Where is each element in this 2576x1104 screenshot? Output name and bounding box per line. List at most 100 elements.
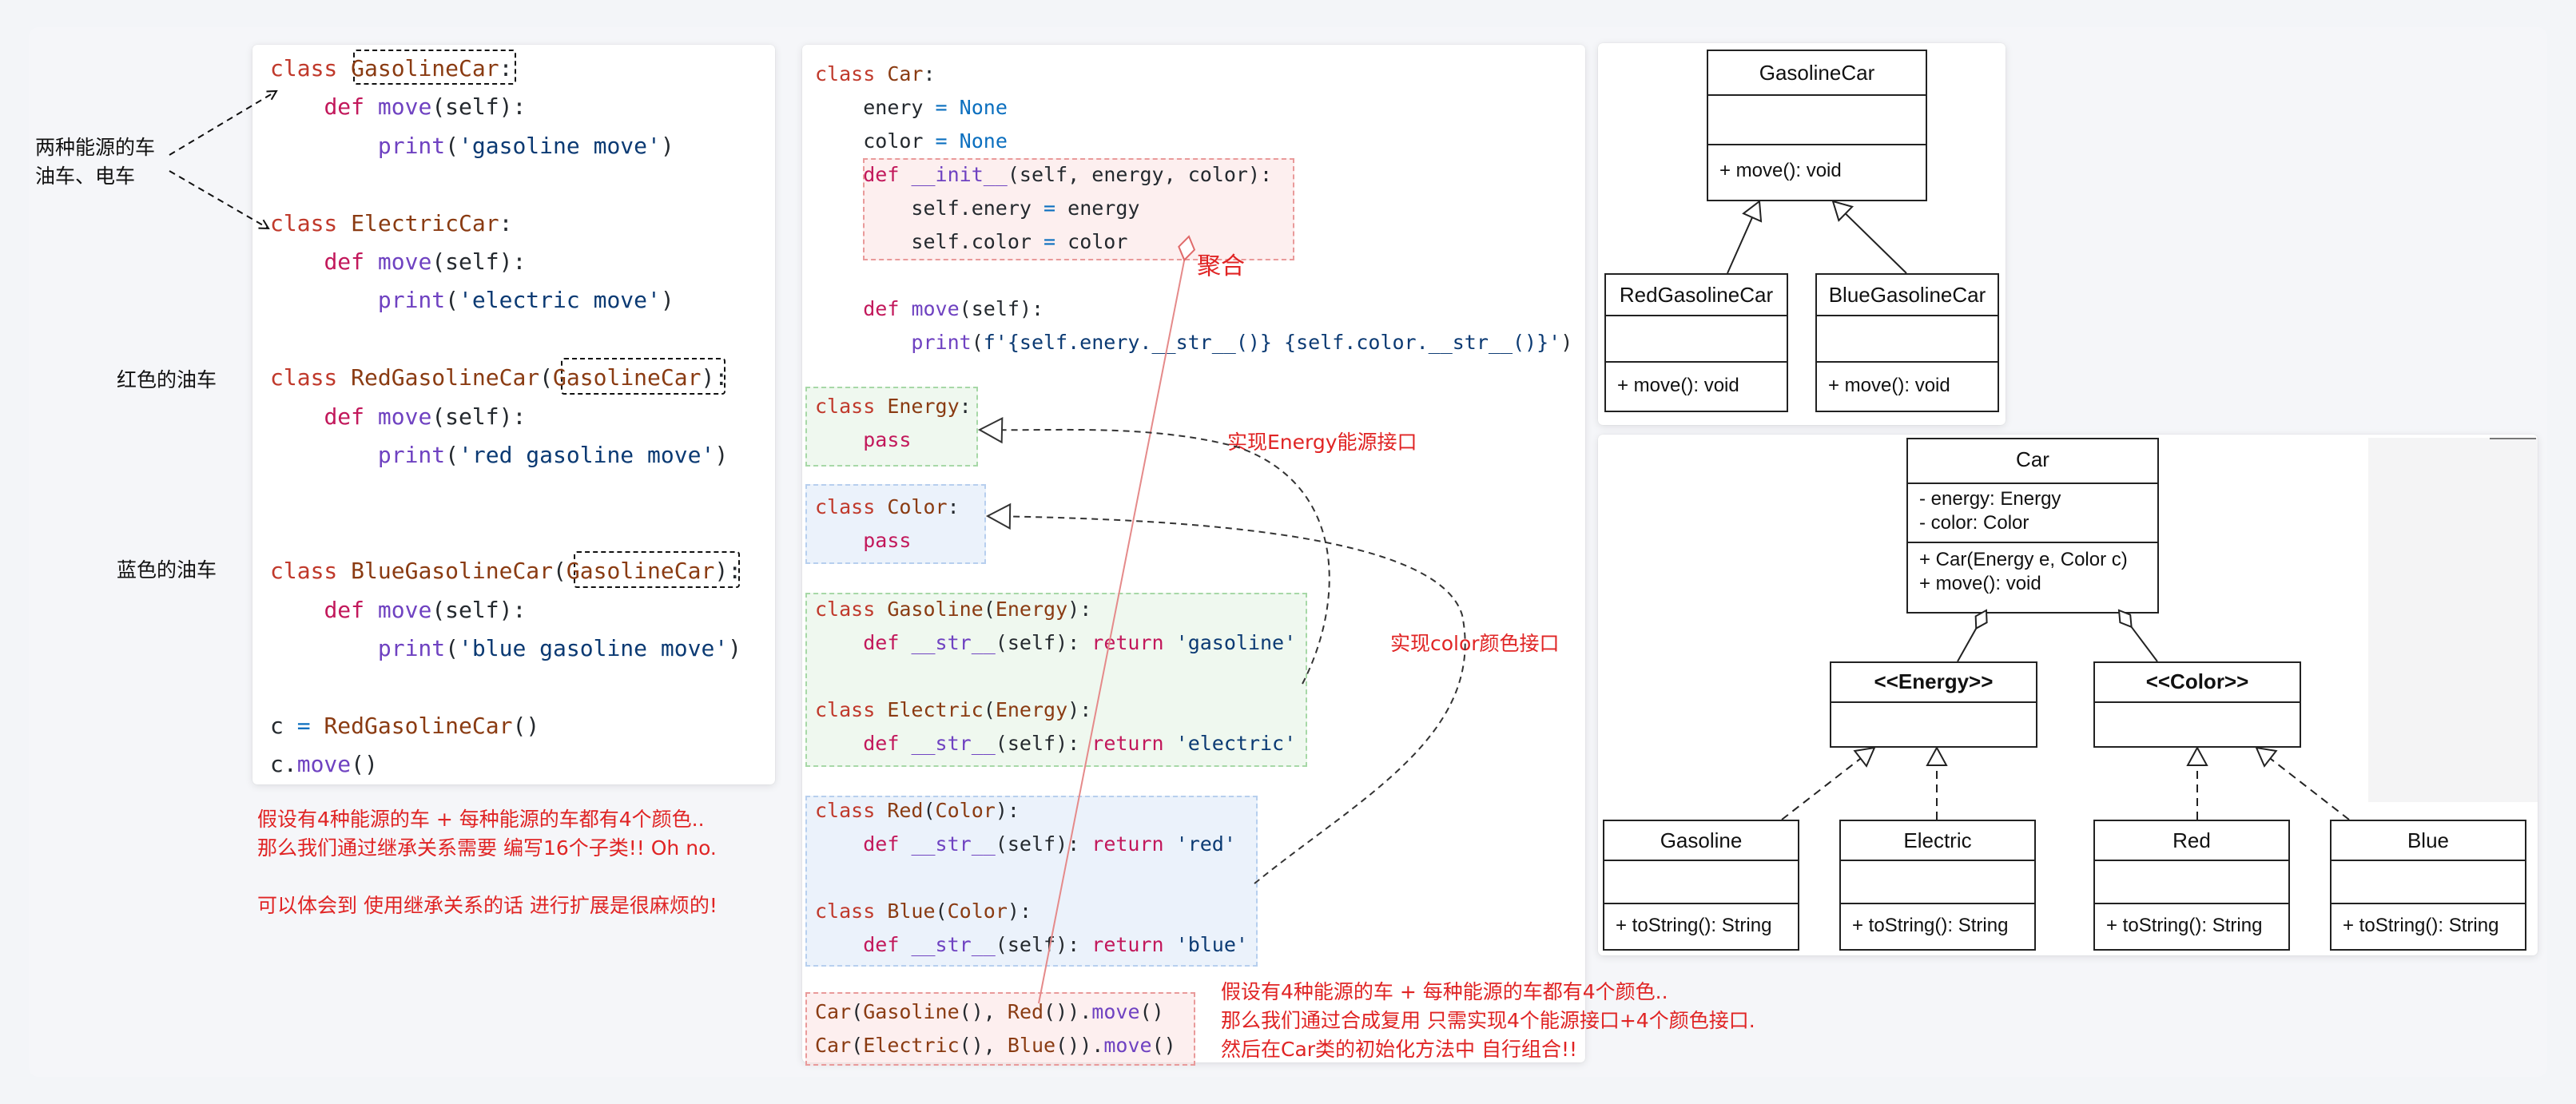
note-two-energy-line2: 油车、电车 [35,165,136,188]
energy-class-highlight [805,387,978,467]
inheritance-code-line: def move(self): [324,596,527,623]
energy-class-code-line: class Energy: [815,395,972,418]
energy-impl-code-line: class Gasoline(Energy): [815,598,1092,621]
highlight-red-base-class [561,358,725,395]
uml-class-name: Car [2016,447,2049,471]
uml-class-blue: Blue + toString(): String [2330,820,2526,951]
inheritance-code-line: print('gasoline move') [377,132,674,159]
uml-interface-name: <<Energy>> [1874,669,1994,693]
uml-generalization-red [1727,200,1763,274]
uml-method: + toString(): String [2332,903,2525,949]
uml-interface-color: <<Color>> [2093,661,2301,748]
uml-class-redgasolinecar: RedGasolineCar + move(): void [1604,273,1788,412]
inheritance-code-line: def move(self): [324,93,527,121]
inheritance-code-line: class ElectricCar: [270,209,513,236]
energy-class-code-line: pass [863,428,912,451]
car-class-code-line: def move(self): [863,297,1044,320]
uml-aggregation-color [2117,609,2158,662]
uml-class-car: Car - energy: Energy - color: Color + Ca… [1906,438,2159,614]
uml-method: + toString(): String [2095,903,2288,949]
uml-method: + move(): void [1817,361,1998,411]
uml-method: + move(): void [1606,361,1787,411]
inheritance-note-line: 那么我们通过继承关系需要 编写16个子类!! Oh no. [257,836,717,860]
uml-generalization-blue [1831,200,1907,274]
inheritance-code-line: c.move() [270,751,378,778]
uml-method: + move(): void [1708,144,1926,198]
panel-edge-mark [2490,438,2536,439]
uml-class-name: Electric [1903,828,1972,852]
uml-class-name: Gasoline [1660,828,1743,852]
composition-note-line: 假设有4种能源的车 + 每种能源的车都有4个颜色.. [1221,980,1668,1003]
uml-attribute: - color: Color [1919,512,2029,534]
color-class-highlight [805,484,986,564]
energy-impl-highlight [805,593,1307,767]
color-class-code-line: pass [863,529,912,552]
car-class-code-line: self.enery = energy [911,197,1140,220]
inheritance-code-line: print('electric move') [377,287,674,314]
highlight-blue-base-class [574,551,740,588]
uml-realization-gasoline [1781,746,1876,820]
uml-class-electric: Electric + toString(): String [1839,820,2036,951]
inheritance-note-line: 假设有4种能源的车 + 每种能源的车都有4个颜色.. [257,808,705,831]
uml-class-name: Red [2173,828,2211,852]
color-impl-code-line: class Blue(Color): [815,899,1032,923]
color-impl-code-line: def __str__(self): return 'red' [863,832,1236,856]
uml-class-gasolinecar: GasolineCar + move(): void [1707,50,1927,201]
inheritance-code-line: print('blue gasoline move') [377,635,742,661]
inheritance-code-line: print('red gasoline move') [377,442,729,468]
energy-impl-code-line: class Electric(Energy): [815,698,1092,721]
uml-method: + Car(Energy e, Color c) [1919,549,2128,570]
color-impl-code-line: class Red(Color): [815,799,1020,822]
uml-method: + toString(): String [1604,903,1798,949]
uml-class-name: GasolineCar [1759,61,1875,85]
aggregation-line [1038,235,1196,1004]
usage-code-line: Car(Electric(), Blue()).move() [815,1034,1176,1057]
inheritance-code-line: def move(self): [324,403,527,430]
uml-class-red: Red + toString(): String [2093,820,2290,951]
aggregation-label: 聚合 [1197,252,1245,280]
panel-shade [2368,438,2538,802]
uml-class-name: BlueGasolineCar [1828,283,1986,307]
car-class-code-line: self.color = color [911,230,1128,253]
note-red-gasoline-car: 红色的油车 [117,368,217,391]
uml-class-gasoline: Gasoline + toString(): String [1603,820,1799,951]
uml-realization-blue [2255,746,2350,820]
car-class-code-line: color = None [863,129,1008,153]
uml-interface-name: <<Color>> [2145,669,2249,693]
init-method-highlight [863,158,1294,260]
uml-class-name: Blue [2407,828,2450,852]
energy-impl-code-line: def __str__(self): return 'gasoline' [863,631,1297,654]
uml-interface-energy: <<Energy>> [1830,661,2037,748]
car-class-code-line: class Car: [815,62,936,85]
inheritance-code-line: def move(self): [324,248,527,275]
implement-energy-curve [977,416,1330,685]
color-impl-highlight [805,796,1258,967]
implement-energy-label: 实现Energy能源接口 [1227,431,1417,454]
note-blue-gasoline-car: 蓝色的油车 [117,558,217,582]
usage-highlight [805,992,1195,1066]
color-impl-code-line: def __str__(self): return 'blue' [863,933,1248,956]
car-class-code-line: def __init__(self, energy, color): [863,163,1273,186]
uml-method: + move(): void [1919,573,2041,594]
inheritance-code-line: class GasolineCar: [270,55,513,81]
inheritance-code-panel [252,45,775,784]
composition-note-line: 那么我们通过合成复用 只需实现4个能源接口+4个颜色接口. [1221,1009,1755,1032]
uml-aggregation-energy [1957,609,1988,662]
car-class-code-line: print(f'{self.enery.__str__()} {self.col… [911,331,1573,354]
inheritance-code-line: c = RedGasolineCar() [270,712,540,739]
uml-attribute: - energy: Energy [1919,488,2061,510]
arrow-to-electriccar [169,170,268,228]
composition-note-line: 然后在Car类的初始化方法中 自行组合!! [1221,1038,1578,1061]
implement-color-label: 实现color颜色接口 [1390,632,1560,655]
arrow-to-gasolinecar [169,91,276,156]
inheritance-code-line: class BlueGasolineCar(GasolineCar): [270,558,742,585]
uml-method: + toString(): String [1841,903,2034,949]
energy-impl-code-line: def __str__(self): return 'electric' [863,732,1297,755]
highlight-gasolinecar-definition [353,50,516,85]
inheritance-note-line: 可以体会到 使用继承关系的话 进行扩展是很麻烦的! [257,894,718,917]
uml-class-name: RedGasolineCar [1619,283,1774,307]
usage-code-line: Car(Gasoline(), Red()).move() [815,1000,1164,1023]
uml-class-bluegasolinecar: BlueGasolineCar + move(): void [1815,273,1999,412]
